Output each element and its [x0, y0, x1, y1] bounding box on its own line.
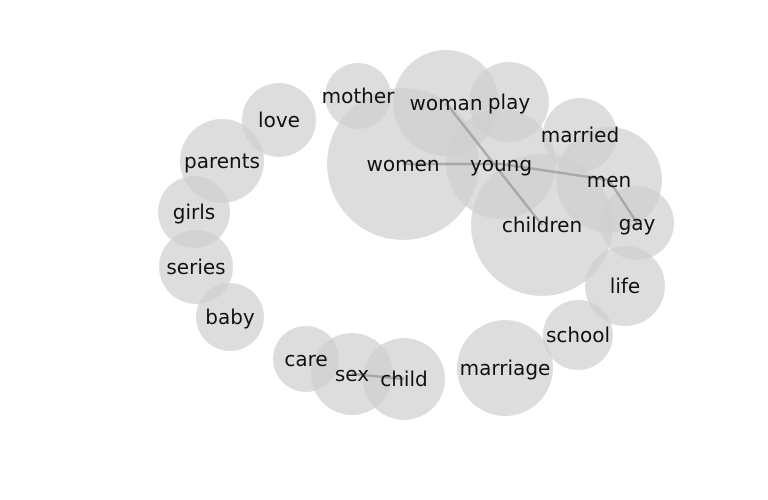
node-label-young: young — [470, 152, 532, 176]
node-bubble-baby — [196, 283, 264, 351]
node-label-men: men — [587, 168, 631, 192]
node-label-school: school — [546, 323, 610, 347]
node-label-baby: baby — [205, 305, 255, 329]
edge-men-gay — [607, 179, 639, 224]
node-bubble-play — [469, 62, 549, 142]
node-label-series: series — [166, 255, 225, 279]
node-label-children: children — [502, 213, 582, 237]
node-label-marriage: marriage — [460, 356, 551, 380]
edge-layer — [351, 102, 639, 381]
label-layer: women children woman young men marriage play ch… — [166, 84, 655, 391]
node-label-child: child — [380, 367, 427, 391]
edge-young-men — [500, 162, 610, 182]
node-label-care: care — [284, 347, 327, 371]
node-bubble-girls — [158, 176, 230, 248]
node-bubble-school — [543, 300, 613, 370]
node-bubble-series — [159, 230, 233, 304]
node-label-life: life — [610, 274, 640, 298]
node-label-sex: sex — [335, 362, 369, 386]
node-bubble-love — [242, 83, 316, 157]
node-bubble-life — [585, 246, 665, 326]
node-bubble-care — [273, 326, 339, 392]
node-label-girls: girls — [173, 200, 215, 224]
node-label-married: married — [541, 123, 619, 147]
node-bubble-marriage — [457, 320, 553, 416]
node-label-parents: parents — [184, 149, 260, 173]
node-bubble-mother — [325, 63, 391, 129]
node-bubble-married — [543, 98, 617, 172]
node-label-mother: mother — [322, 84, 396, 108]
node-label-gay: gay — [619, 211, 656, 235]
node-label-love: love — [258, 108, 300, 132]
node-label-play: play — [488, 90, 531, 114]
node-label-woman: woman — [409, 91, 482, 115]
edge-sex-child — [351, 372, 405, 381]
node-label-women: women — [366, 152, 439, 176]
